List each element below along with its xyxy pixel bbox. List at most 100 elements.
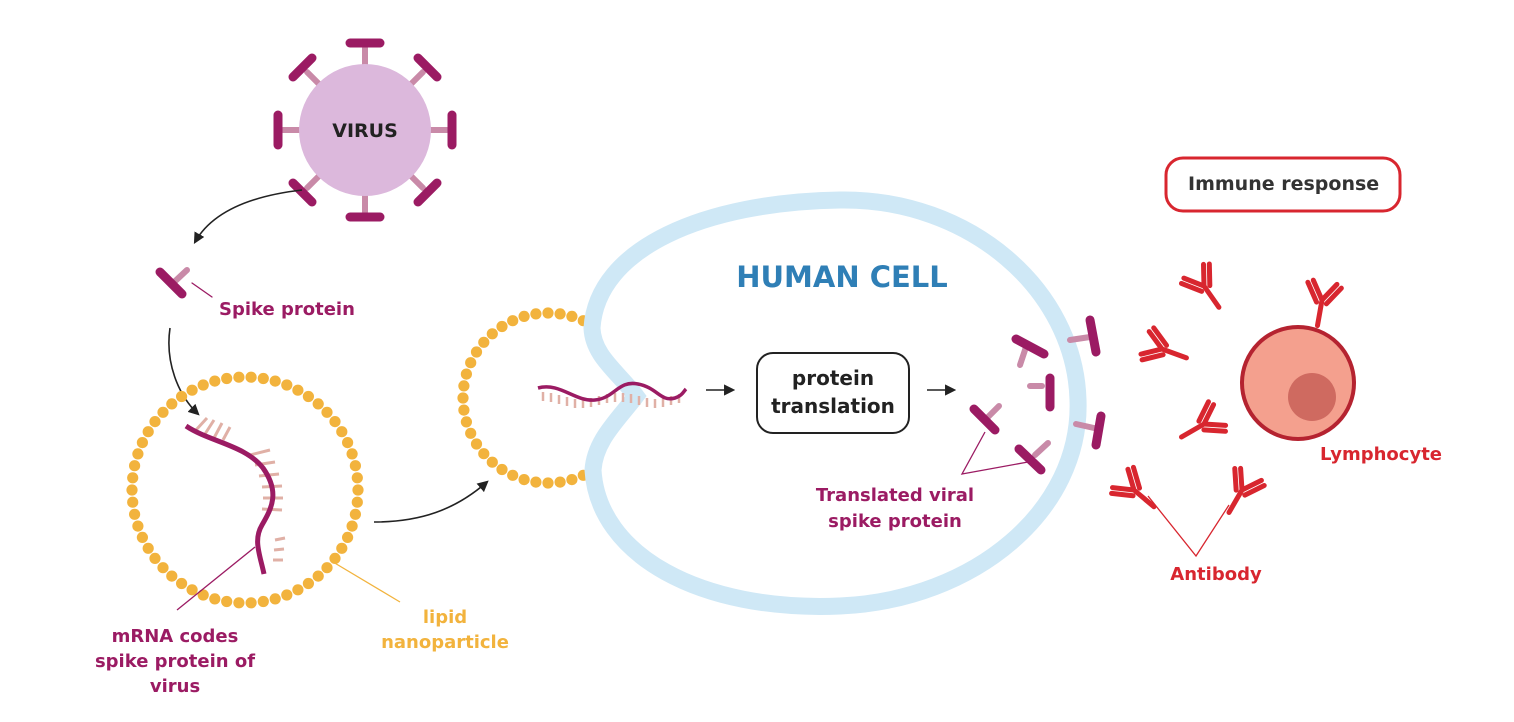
mrna-strand [184,416,286,575]
spike-protein-label: Spike protein [219,299,355,320]
spike-protein-leader [191,282,213,298]
spike-icon [407,172,442,207]
lipid-bead [346,448,358,460]
lipid-bead [142,542,154,554]
lipid-bead [142,426,154,438]
lipid-bead [127,472,139,484]
lipid-bead [312,570,324,582]
lipid-bead [209,593,221,605]
lipid-bead [496,320,508,333]
antibody-icon [1109,464,1157,510]
lipid-bead [186,584,198,596]
mrna-in-cell [537,381,688,408]
spike-icon [1014,440,1051,475]
lipid-bead [176,390,188,403]
antibody-label: Antibody [1170,564,1262,585]
lipid-bead [149,552,161,565]
arrow-virus-to-spike [193,189,303,244]
antibody-icon [1305,277,1344,329]
spike-icon [273,110,304,150]
lipid-bead [465,427,477,439]
lipid-bead [157,406,169,418]
lipid-bead [478,336,490,348]
lipid-bead [245,371,257,383]
spike-icon [1073,411,1106,450]
lipid-bead [269,375,281,387]
lipid-bead [460,416,472,428]
antibody-leaders [1147,495,1230,558]
lipid-bead [321,562,333,574]
arrow-nanoparticle-to-cell [373,480,489,523]
lipid-bead [346,520,358,532]
lipid-bead [233,597,245,609]
lipid-bead [329,552,341,565]
lipid-bead [507,315,519,327]
lipid-bead [302,390,314,403]
lipid-bead [566,310,578,322]
lipid-bead [336,542,348,554]
lipid-bead [542,307,554,319]
lipid-bead [349,508,361,520]
lipid-bead [349,460,361,472]
lipid-bead [518,310,530,322]
lipid-bead [530,476,542,488]
lipid-label-line1: lipid [423,607,467,628]
lipid-nanoparticle [126,371,364,609]
lipid-bead [292,584,304,596]
lipid-bead [336,426,348,438]
spike-icon [345,38,385,69]
lipid-bead [460,368,472,380]
lipid-bead [132,448,144,460]
antibodies [1109,261,1344,516]
lipid-label-line2: nanoparticle [381,632,509,653]
lipid-bead [221,595,233,608]
mrna-label-line2: spike protein of [95,651,255,672]
translated-label-line1: Translated viral [816,485,974,506]
lipid-bead [566,474,578,486]
lipid-bead [233,371,245,383]
lipid-bead [554,308,566,320]
lipid-bead [257,372,269,385]
spike-icon [345,191,385,222]
lipid-bead [129,508,141,520]
antibody-icon [1178,399,1229,440]
antibody-icon [1178,261,1222,310]
lipid-bead [542,477,554,489]
lipid-bead [176,577,188,590]
lipid-bead [329,416,341,428]
spike-icon [1027,373,1055,412]
lipid-bead [458,404,470,416]
mrna-label-line1: mRNA codes [112,626,239,647]
lipid-bead [507,469,519,481]
mrna-label-line3: virus [150,676,200,697]
spike-icon [1067,315,1101,357]
translated-spike-proteins [969,315,1106,475]
lipid-bead [281,379,293,391]
lipid-bead [136,437,148,449]
lipid-bead [136,531,148,544]
mrna-leader [176,546,256,611]
virus-spikes [273,38,457,222]
lipid-bead [132,520,144,532]
lymphocyte-label: Lymphocyte [1320,444,1442,465]
lipid-bead [554,476,566,488]
lipid-bead [342,437,354,449]
antibody-icon [1138,325,1189,363]
human-cell-label: HUMAN CELL [736,260,948,294]
lipid-bead [166,570,178,582]
lipid-bead [292,384,304,396]
virus: VIRUS [273,38,457,222]
lipid-leader [332,561,401,603]
lipid-bead [257,595,269,608]
lipid-bead [186,384,198,396]
lipid-bead [352,484,364,496]
lipid-bead [221,372,233,385]
antibody-icon [1226,465,1267,516]
lipid-bead [486,328,498,340]
lipid-bead [197,589,209,601]
lipid-bead [127,496,139,508]
spike-icon [426,110,457,150]
translated-spike-leaders [960,431,1029,475]
lipid-bead [149,416,161,428]
